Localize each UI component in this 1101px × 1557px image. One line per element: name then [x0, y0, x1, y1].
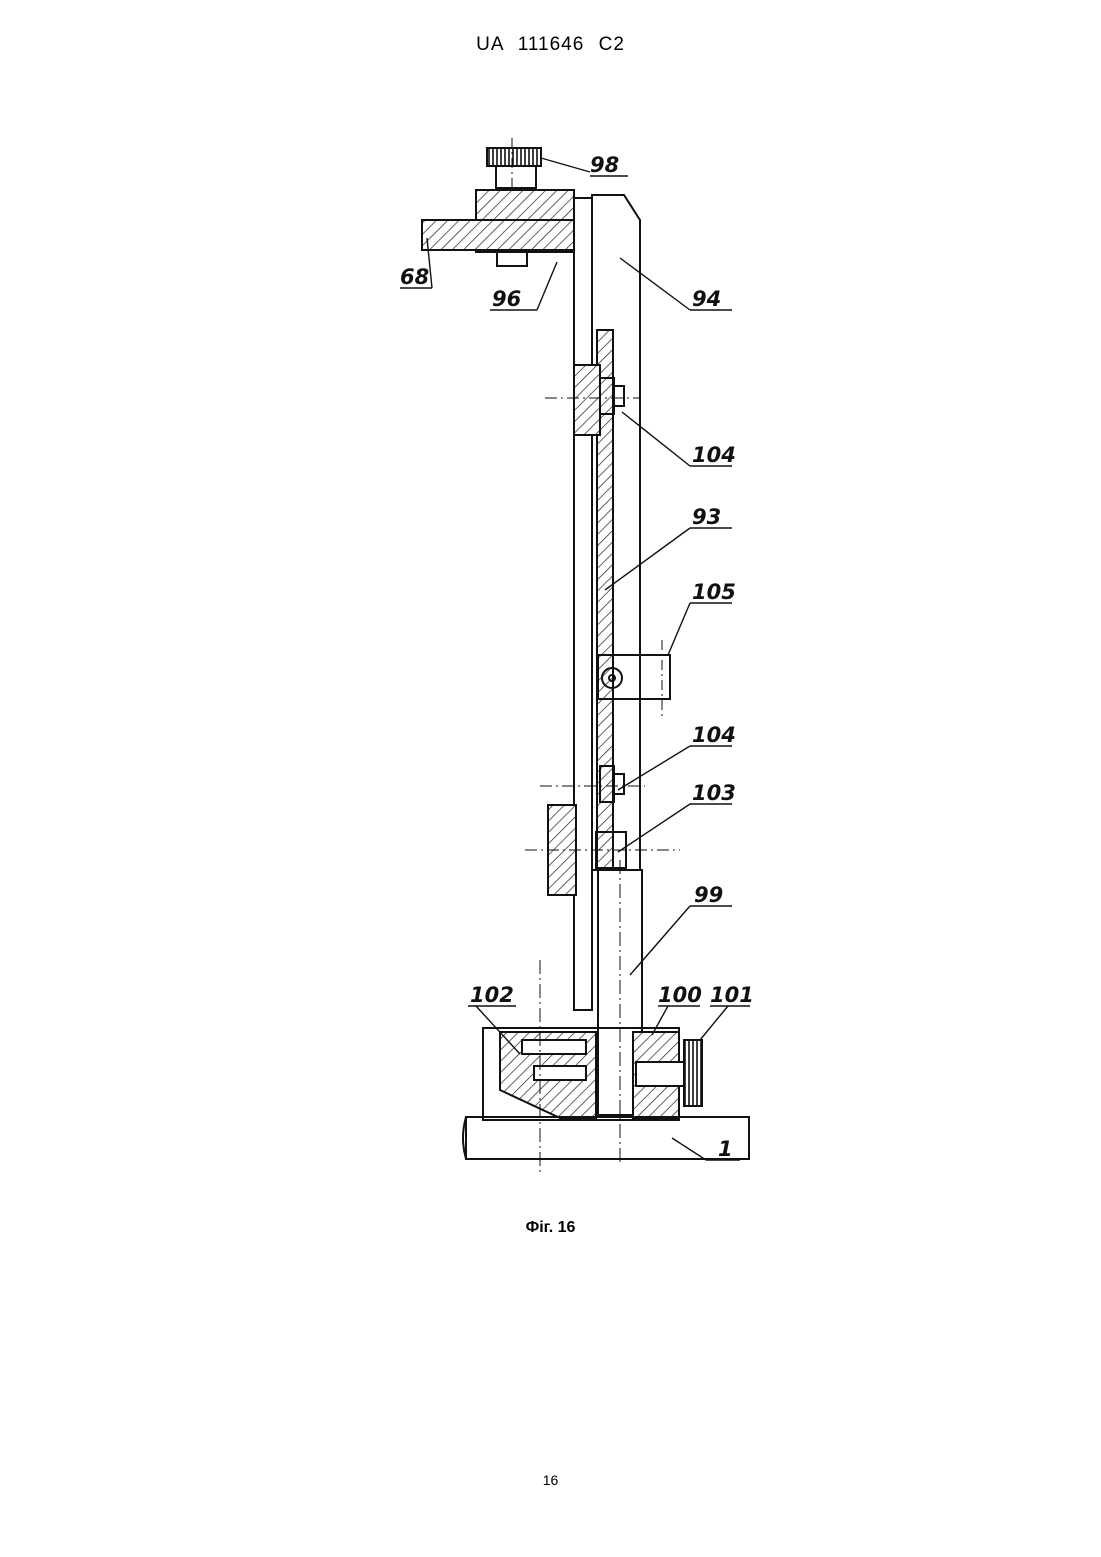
patent-header: UA 111646 C2: [0, 34, 1101, 56]
page-number: 16: [0, 1472, 1101, 1488]
label-96: 96: [492, 287, 521, 311]
knob-101: [684, 1040, 702, 1106]
label-99: 99: [694, 883, 723, 907]
label-101: 101: [710, 983, 754, 1007]
technical-drawing: 98 68 96 94 104 93 105 104 103 99 102 10…: [380, 130, 760, 1190]
label-1: 1: [718, 1137, 733, 1161]
label-102: 102: [470, 983, 514, 1007]
base-plate-1: [466, 1117, 749, 1159]
label-103: 103: [692, 781, 736, 805]
label-105: 105: [692, 580, 736, 604]
label-68: 68: [400, 265, 429, 289]
label-94: 94: [692, 287, 721, 311]
label-104-lower: 104: [692, 723, 736, 747]
label-104-upper: 104: [692, 443, 736, 467]
label-100: 100: [658, 983, 702, 1007]
label-98: 98: [590, 153, 619, 177]
label-93: 93: [692, 505, 721, 529]
knob-98: [487, 148, 541, 166]
bracket-68: [422, 220, 574, 250]
figure-caption: Фіг. 16: [0, 1219, 1101, 1237]
